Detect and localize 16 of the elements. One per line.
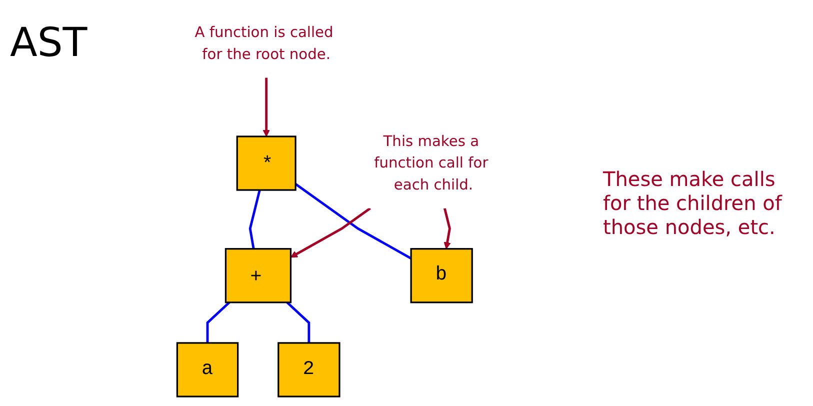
note-text: These make calls for the children of those nodes, etc. [603,167,784,239]
node-text: A function is called for the root node. [194,24,334,64]
node-box: + [225,248,292,304]
node-box: b [410,248,474,304]
connector [295,183,412,260]
arrow [444,208,452,250]
node-box: * [236,136,297,191]
connector [249,190,262,250]
connector [206,302,230,343]
diagram-title: AST [9,20,88,66]
node-text: This makes a function call for each child. [374,132,488,194]
node-box: a [176,342,239,398]
node-box: 2 [278,342,340,398]
arrow [290,207,372,258]
connector [286,302,310,343]
arrow [262,78,270,137]
